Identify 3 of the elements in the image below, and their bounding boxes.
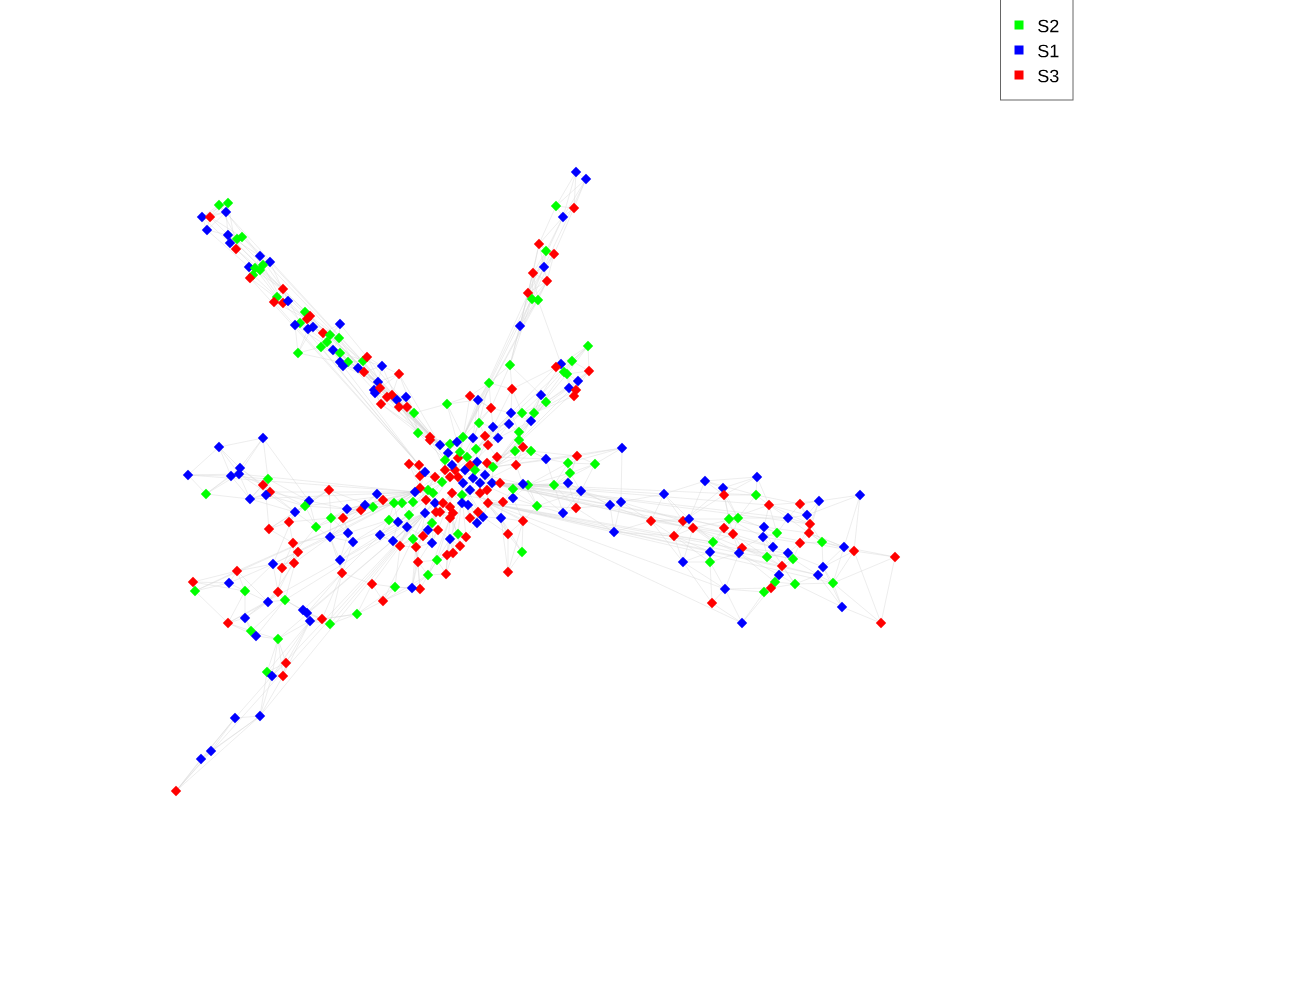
legend-label: S3 bbox=[1038, 69, 1059, 83]
legend-label: S1 bbox=[1038, 44, 1059, 58]
legend-label: S2 bbox=[1038, 19, 1059, 33]
